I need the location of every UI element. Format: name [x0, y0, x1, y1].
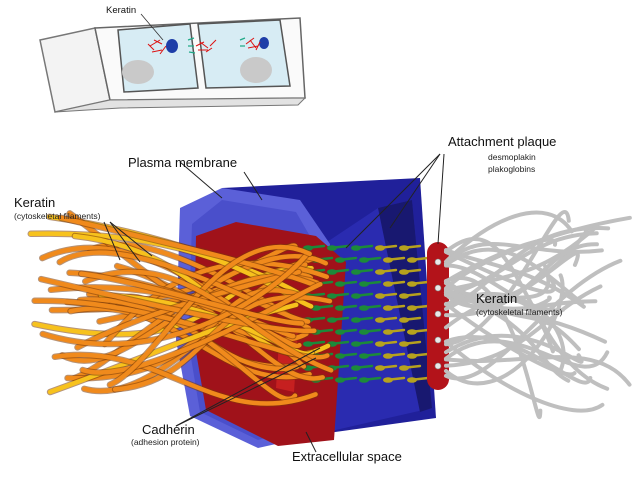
keratin-filament	[107, 244, 312, 388]
cadherin-head	[351, 293, 361, 299]
cadherin-head	[399, 365, 409, 371]
cadherin-head	[359, 329, 369, 335]
keratin-filament-gray	[444, 242, 599, 318]
cadherin-head	[399, 341, 409, 347]
cadherin-head	[359, 257, 369, 263]
cadherin-head	[327, 269, 337, 275]
cadherin-head	[375, 245, 385, 251]
cadherin-head	[407, 305, 417, 311]
cadherin-sublabel: (adhesion protein)	[131, 437, 200, 447]
cadherin-head	[335, 353, 345, 359]
cadherin-head	[383, 377, 393, 383]
keratin-filament-gray	[444, 241, 604, 266]
cadherin-head	[327, 317, 337, 323]
cadherin-head	[383, 353, 393, 359]
cadherin-head	[335, 305, 345, 311]
cadherin-head	[375, 317, 385, 323]
keratin-filament-gray	[444, 297, 555, 354]
keratin-filament	[78, 271, 304, 326]
keratin-filament	[80, 281, 323, 375]
cadherin-head	[335, 257, 345, 263]
inset-cells	[39, 13, 307, 113]
plakoglobins-label: plakoglobins	[488, 164, 536, 174]
cadherin-head	[383, 329, 393, 335]
cadherin-head	[335, 377, 345, 383]
cadherin-head	[383, 281, 393, 287]
keratin-filament-gray	[444, 333, 584, 364]
inset-keratin-label: Keratin	[106, 5, 137, 16]
keratin-right-label: Keratin	[476, 291, 518, 306]
leader-lines	[103, 153, 445, 453]
cadherin-head	[359, 281, 369, 287]
keratin-filament-gray	[444, 339, 605, 413]
keratin-filament-gray	[444, 279, 608, 344]
cadherin-head	[407, 281, 417, 287]
cadherin-head	[359, 377, 369, 383]
keratin-left-filaments	[27, 210, 335, 407]
cadherin-head	[375, 365, 385, 371]
keratin-filament-gray	[444, 339, 610, 369]
keratin-filament	[40, 251, 310, 347]
cadherin-head	[359, 353, 369, 359]
keratin-filament	[52, 352, 318, 406]
keratin-filament-gray	[444, 210, 574, 264]
cadherin-head	[303, 341, 313, 347]
cadherin-head	[327, 293, 337, 299]
keratin-left-sublabel: (cytoskeletal filaments)	[14, 211, 101, 221]
plasma-membrane-label: Plasma membrane	[128, 155, 238, 170]
keratin-filament-gray	[444, 231, 599, 297]
inset-keratin-marks	[147, 37, 261, 55]
keratin-filament	[83, 269, 334, 373]
cadherin-head	[407, 329, 417, 335]
cadherin-head	[407, 353, 417, 359]
cadherin-head	[351, 269, 361, 275]
cadherin-head	[335, 329, 345, 335]
cadherin-head	[375, 341, 385, 347]
keratin-left-label: Keratin	[14, 195, 56, 210]
right-attachment-plaque	[427, 242, 449, 390]
cadherin-head	[335, 281, 345, 287]
cadherin-head	[399, 245, 409, 251]
inset-nucleus-right	[259, 37, 269, 49]
keratin-right-sublabel: (cytoskeletal filaments)	[476, 307, 563, 317]
cadherin-head	[351, 317, 361, 323]
inset-nucleus-left	[166, 39, 178, 53]
desmoplakin-label: desmoplakin	[488, 152, 536, 162]
cadherin-head	[399, 317, 409, 323]
inset-green-marks	[187, 37, 246, 54]
cadherin-head	[375, 293, 385, 299]
cadherin-label: Cadherin	[142, 422, 195, 437]
cadherin-head	[399, 293, 409, 299]
keratin-filament	[77, 297, 298, 401]
cadherin-head	[351, 245, 361, 251]
cadherin-head	[399, 269, 409, 275]
attachment-plaque-label: Attachment plaque	[448, 134, 557, 149]
cadherin-head	[327, 245, 337, 251]
keratin-filament-gray	[444, 258, 623, 381]
keratin-filament	[38, 276, 317, 334]
keratin-filament-gray	[444, 247, 585, 306]
cadherin-head	[407, 257, 417, 263]
cadherin-head	[383, 305, 393, 311]
extracellular-space-label: Extracellular space	[292, 449, 402, 464]
cadherin-head	[351, 365, 361, 371]
cadherin-head	[383, 257, 393, 263]
keratin-filament-gray	[444, 335, 593, 385]
cadherin-head	[359, 305, 369, 311]
keratin-filament	[57, 250, 311, 324]
cadherin-head	[407, 377, 417, 383]
cadherin-head	[375, 269, 385, 275]
keratin-right-filaments	[444, 209, 632, 420]
keratin-filament-gray	[444, 276, 543, 420]
keratin-filament-gray	[444, 228, 589, 304]
cadherin-head	[351, 341, 361, 347]
